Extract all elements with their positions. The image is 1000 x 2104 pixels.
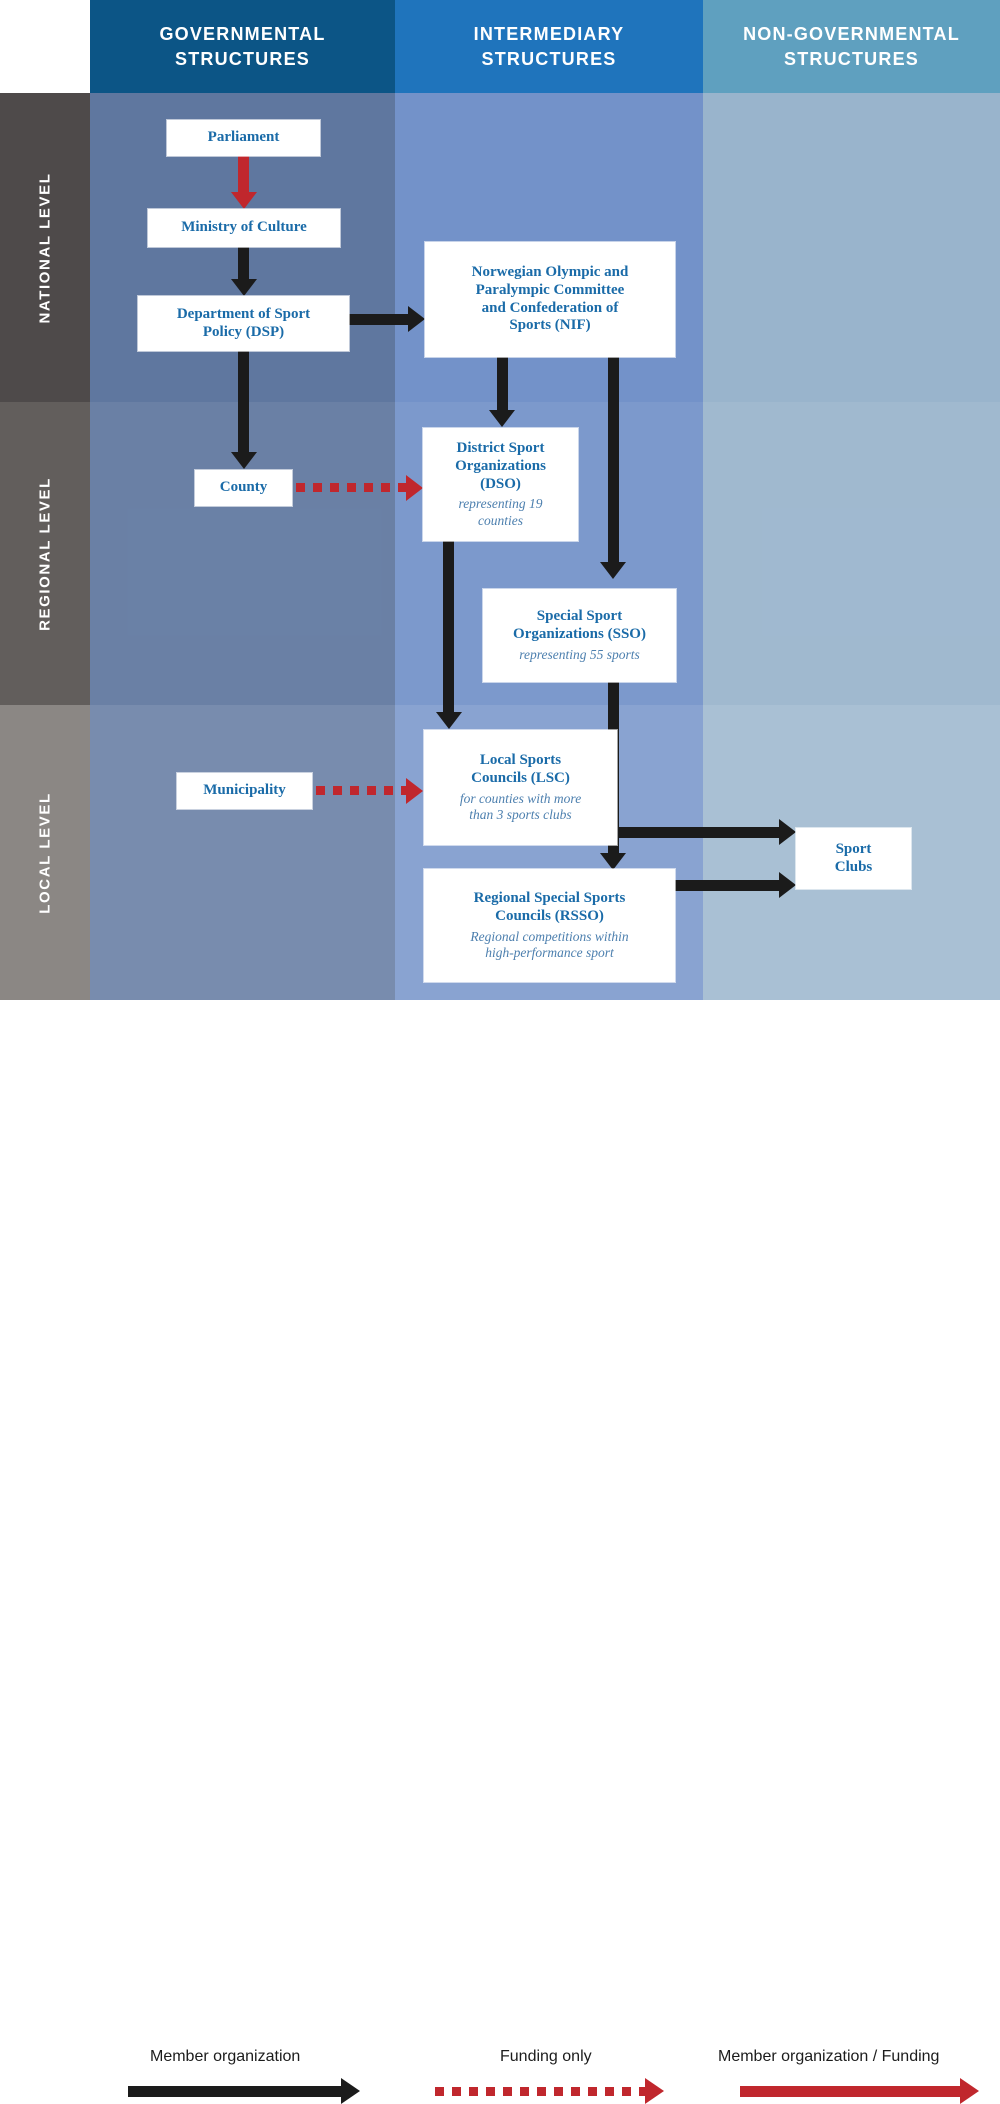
- level-band-local: LOCAL LEVEL: [0, 705, 90, 1000]
- legend-arrow-funding-only-icon: [435, 2087, 647, 2096]
- node-sso-subtitle: representing 55 sports: [519, 646, 640, 662]
- arrowhead-nif-to-dso-icon: [489, 410, 515, 427]
- level-band-national-label: NATIONAL LEVEL: [36, 171, 54, 324]
- node-municipality-title: Municipality: [203, 782, 286, 799]
- legend-arrow-member-organization-funding-icon: [740, 2086, 962, 2097]
- level-band-local-label: LOCAL LEVEL: [36, 791, 54, 914]
- connector-rsso-to-sport-clubs: [672, 880, 781, 891]
- connector-county-to-dso: [296, 483, 408, 492]
- arrowhead-dso-to-lsc-icon: [436, 712, 462, 729]
- node-county-title: County: [219, 479, 268, 496]
- connector-lsc-to-sport-clubs: [614, 827, 781, 838]
- level-band-regional-label: REGIONAL LEVEL: [36, 476, 54, 631]
- connector-nif-to-sso: [608, 356, 619, 564]
- node-municipality[interactable]: Municipality: [177, 773, 312, 809]
- arrowhead-dsp-to-nif-icon: [408, 306, 425, 332]
- legend-item-member-organization-label: Member organization: [150, 2048, 301, 2065]
- arrowhead-parliament-to-ministry-icon: [231, 192, 257, 209]
- arrowhead-rsso-to-sport-clubs-icon: [779, 872, 796, 898]
- legend-item-member-organization-funding-label: Member organization / Funding: [718, 2048, 940, 2065]
- arrowhead-dsp-to-county-icon: [231, 452, 257, 469]
- legend-arrowhead-member-organization-funding-icon: [960, 2078, 979, 2104]
- node-ministry-of-culture-title: Ministry of Culture: [181, 219, 307, 236]
- legend-item-funding-only-label: Funding only: [500, 2048, 592, 2065]
- legend-arrow-member-organization-icon: [128, 2086, 343, 2097]
- node-parliament-title: Parliament: [207, 129, 280, 146]
- connector-municipality-to-lsc: [316, 786, 410, 795]
- connector-dso-to-lsc: [443, 540, 454, 714]
- legend-arrowhead-funding-only-icon: [645, 2078, 664, 2104]
- arrowhead-ministry-to-dsp-icon: [231, 279, 257, 296]
- arrowhead-sso-to-rsso-icon: [600, 853, 626, 870]
- connector-dsp-to-county: [238, 350, 249, 454]
- arrowhead-county-to-dso-icon: [406, 475, 423, 501]
- level-band-regional: REGIONAL LEVEL: [0, 402, 90, 705]
- arrowhead-municipality-to-lsc-icon: [406, 778, 423, 804]
- arrowhead-nif-to-sso-icon: [600, 562, 626, 579]
- arrowhead-lsc-to-sport-clubs-icon: [779, 819, 796, 845]
- connector-dsp-to-nif: [348, 314, 410, 325]
- connector-nif-to-dso: [497, 356, 508, 412]
- node-ministry-of-culture[interactable]: Ministry of Culture: [148, 209, 340, 247]
- node-parliament[interactable]: Parliament: [167, 120, 320, 156]
- level-band-national: NATIONAL LEVEL: [0, 93, 90, 402]
- node-county[interactable]: County: [195, 470, 292, 506]
- connector-ministry-to-dsp: [238, 245, 249, 281]
- legend: Member organization Funding only Member …: [0, 1000, 1000, 2104]
- connector-parliament-to-ministry: [238, 154, 249, 194]
- legend-arrowhead-member-organization-icon: [341, 2078, 360, 2104]
